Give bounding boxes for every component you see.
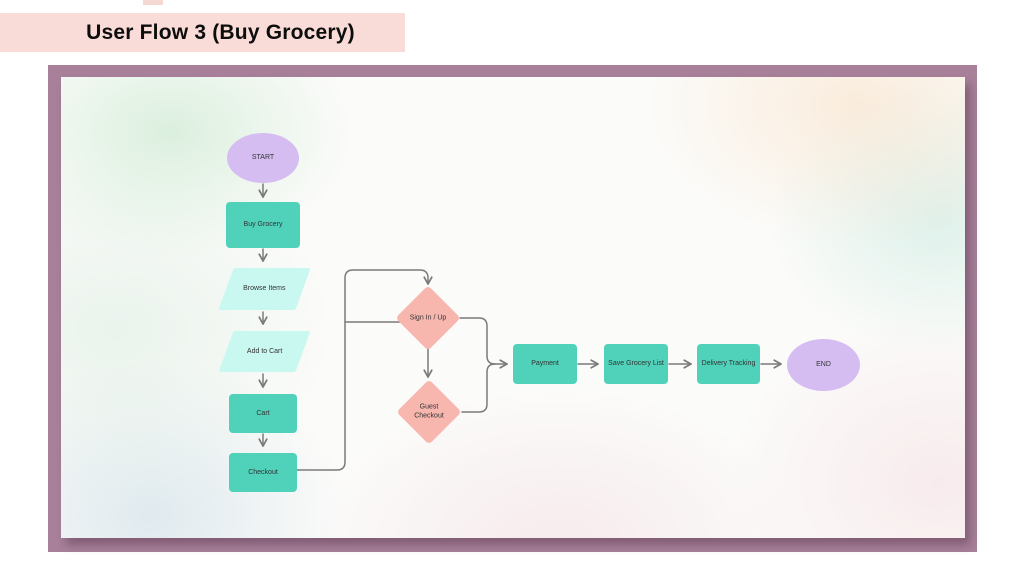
node-sign-in-up-label: Sign In / Up: [409, 314, 447, 322]
page-title: User Flow 3 (Buy Grocery): [86, 20, 355, 44]
node-add-to-cart: Add to Cart: [218, 331, 311, 372]
node-browse-items-label: Browse Items: [243, 285, 286, 293]
node-save-grocery-list-label: Save Grocery List: [608, 360, 664, 368]
node-delivery-tracking: Delivery Tracking: [697, 344, 760, 384]
node-delivery-tracking-label: Delivery Tracking: [701, 360, 756, 368]
node-cart-label: Cart: [256, 409, 270, 417]
node-payment: Payment: [513, 344, 577, 384]
diagram-canvas: [61, 77, 965, 538]
node-add-to-cart-label: Add to Cart: [246, 347, 283, 355]
node-payment-label: Payment: [531, 360, 559, 368]
node-checkout-label: Checkout: [248, 468, 278, 476]
node-buy-grocery-label: Buy Grocery: [243, 221, 283, 229]
node-start: START: [227, 133, 299, 183]
diagram-frame: [48, 65, 977, 552]
node-guest-checkout-label: Guest Checkout: [414, 403, 444, 420]
node-end-label: END: [816, 361, 831, 369]
node-browse-items: Browse Items: [218, 268, 311, 310]
node-buy-grocery: Buy Grocery: [226, 202, 300, 248]
node-start-label: START: [251, 154, 275, 162]
slide-title-box: User Flow 3 (Buy Grocery): [0, 13, 405, 52]
node-cart: Cart: [229, 394, 297, 433]
node-end: END: [787, 339, 860, 391]
node-checkout: Checkout: [229, 453, 297, 492]
node-save-grocery-list: Save Grocery List: [604, 344, 668, 384]
top-edge-accent: [143, 0, 163, 5]
